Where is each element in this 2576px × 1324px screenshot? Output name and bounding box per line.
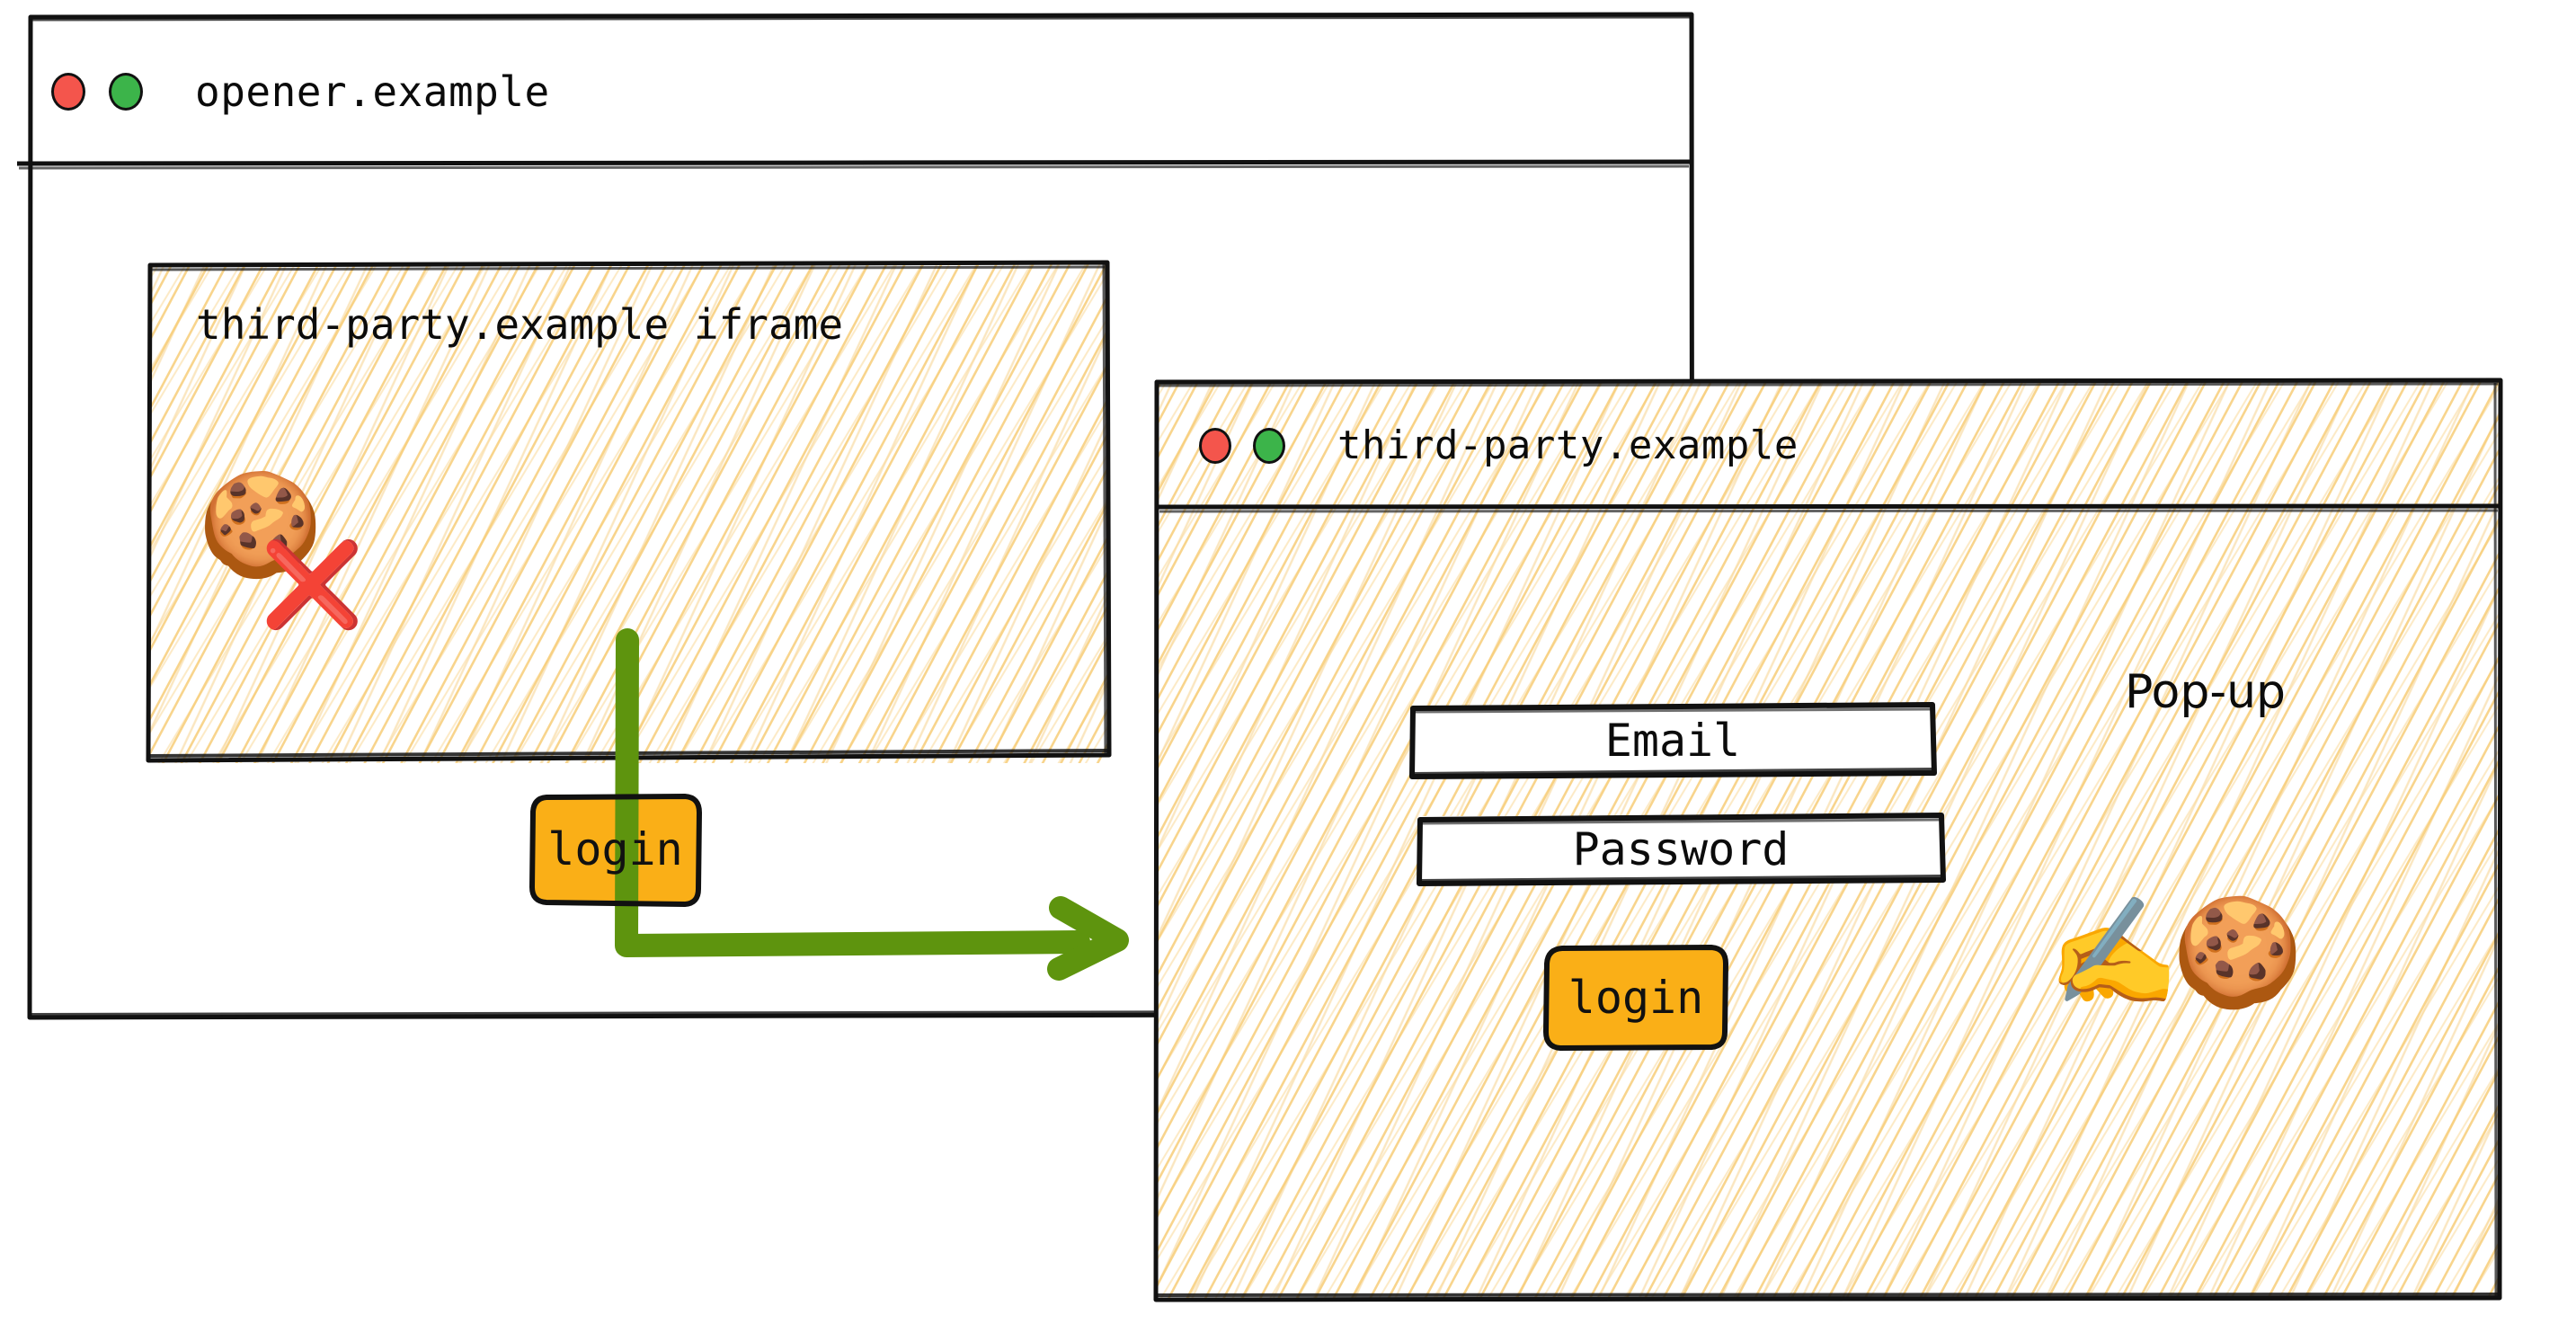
opener-window-title: opener.example [195,67,550,116]
popup-caption-label: Pop-up [2125,665,2287,719]
email-field-label: Email [1604,715,1741,767]
iframe-login-button[interactable]: login [529,794,702,907]
opener-close-dot-icon[interactable] [51,72,85,111]
popup-cookie-icon: 🍪 [2172,890,2304,1014]
opener-maximize-dot-icon[interactable] [109,72,143,111]
popup-login-button-label: login [1568,972,1704,1024]
writing-hand-icon: ✍️ [2047,890,2180,1014]
iframe-login-button-label: login [547,823,683,875]
popup-window-title: third-party.example [1337,422,1799,468]
password-input-field[interactable]: Password [1417,813,1946,886]
cookie-icon: 🍪 [198,467,324,583]
password-field-label: Password [1572,823,1790,875]
cookie-blocked-cross-icon: ❌ [261,537,364,633]
popup-titlebar-divider [1156,503,2501,516]
opener-titlebar-divider [15,159,1692,173]
opener-titlebar: opener.example [15,16,1692,166]
popup-login-button[interactable]: login [1543,945,1728,1051]
popup-titlebar: third-party.example [1156,381,2501,510]
third-party-iframe-panel: third-party.example iframe 🍪 ❌ login [146,260,1112,907]
popup-close-dot-icon[interactable] [1199,427,1231,464]
popup-maximize-dot-icon[interactable] [1253,427,1285,464]
iframe-title-label: third-party.example iframe [196,300,844,349]
email-input-field[interactable]: Email [1409,702,1937,779]
